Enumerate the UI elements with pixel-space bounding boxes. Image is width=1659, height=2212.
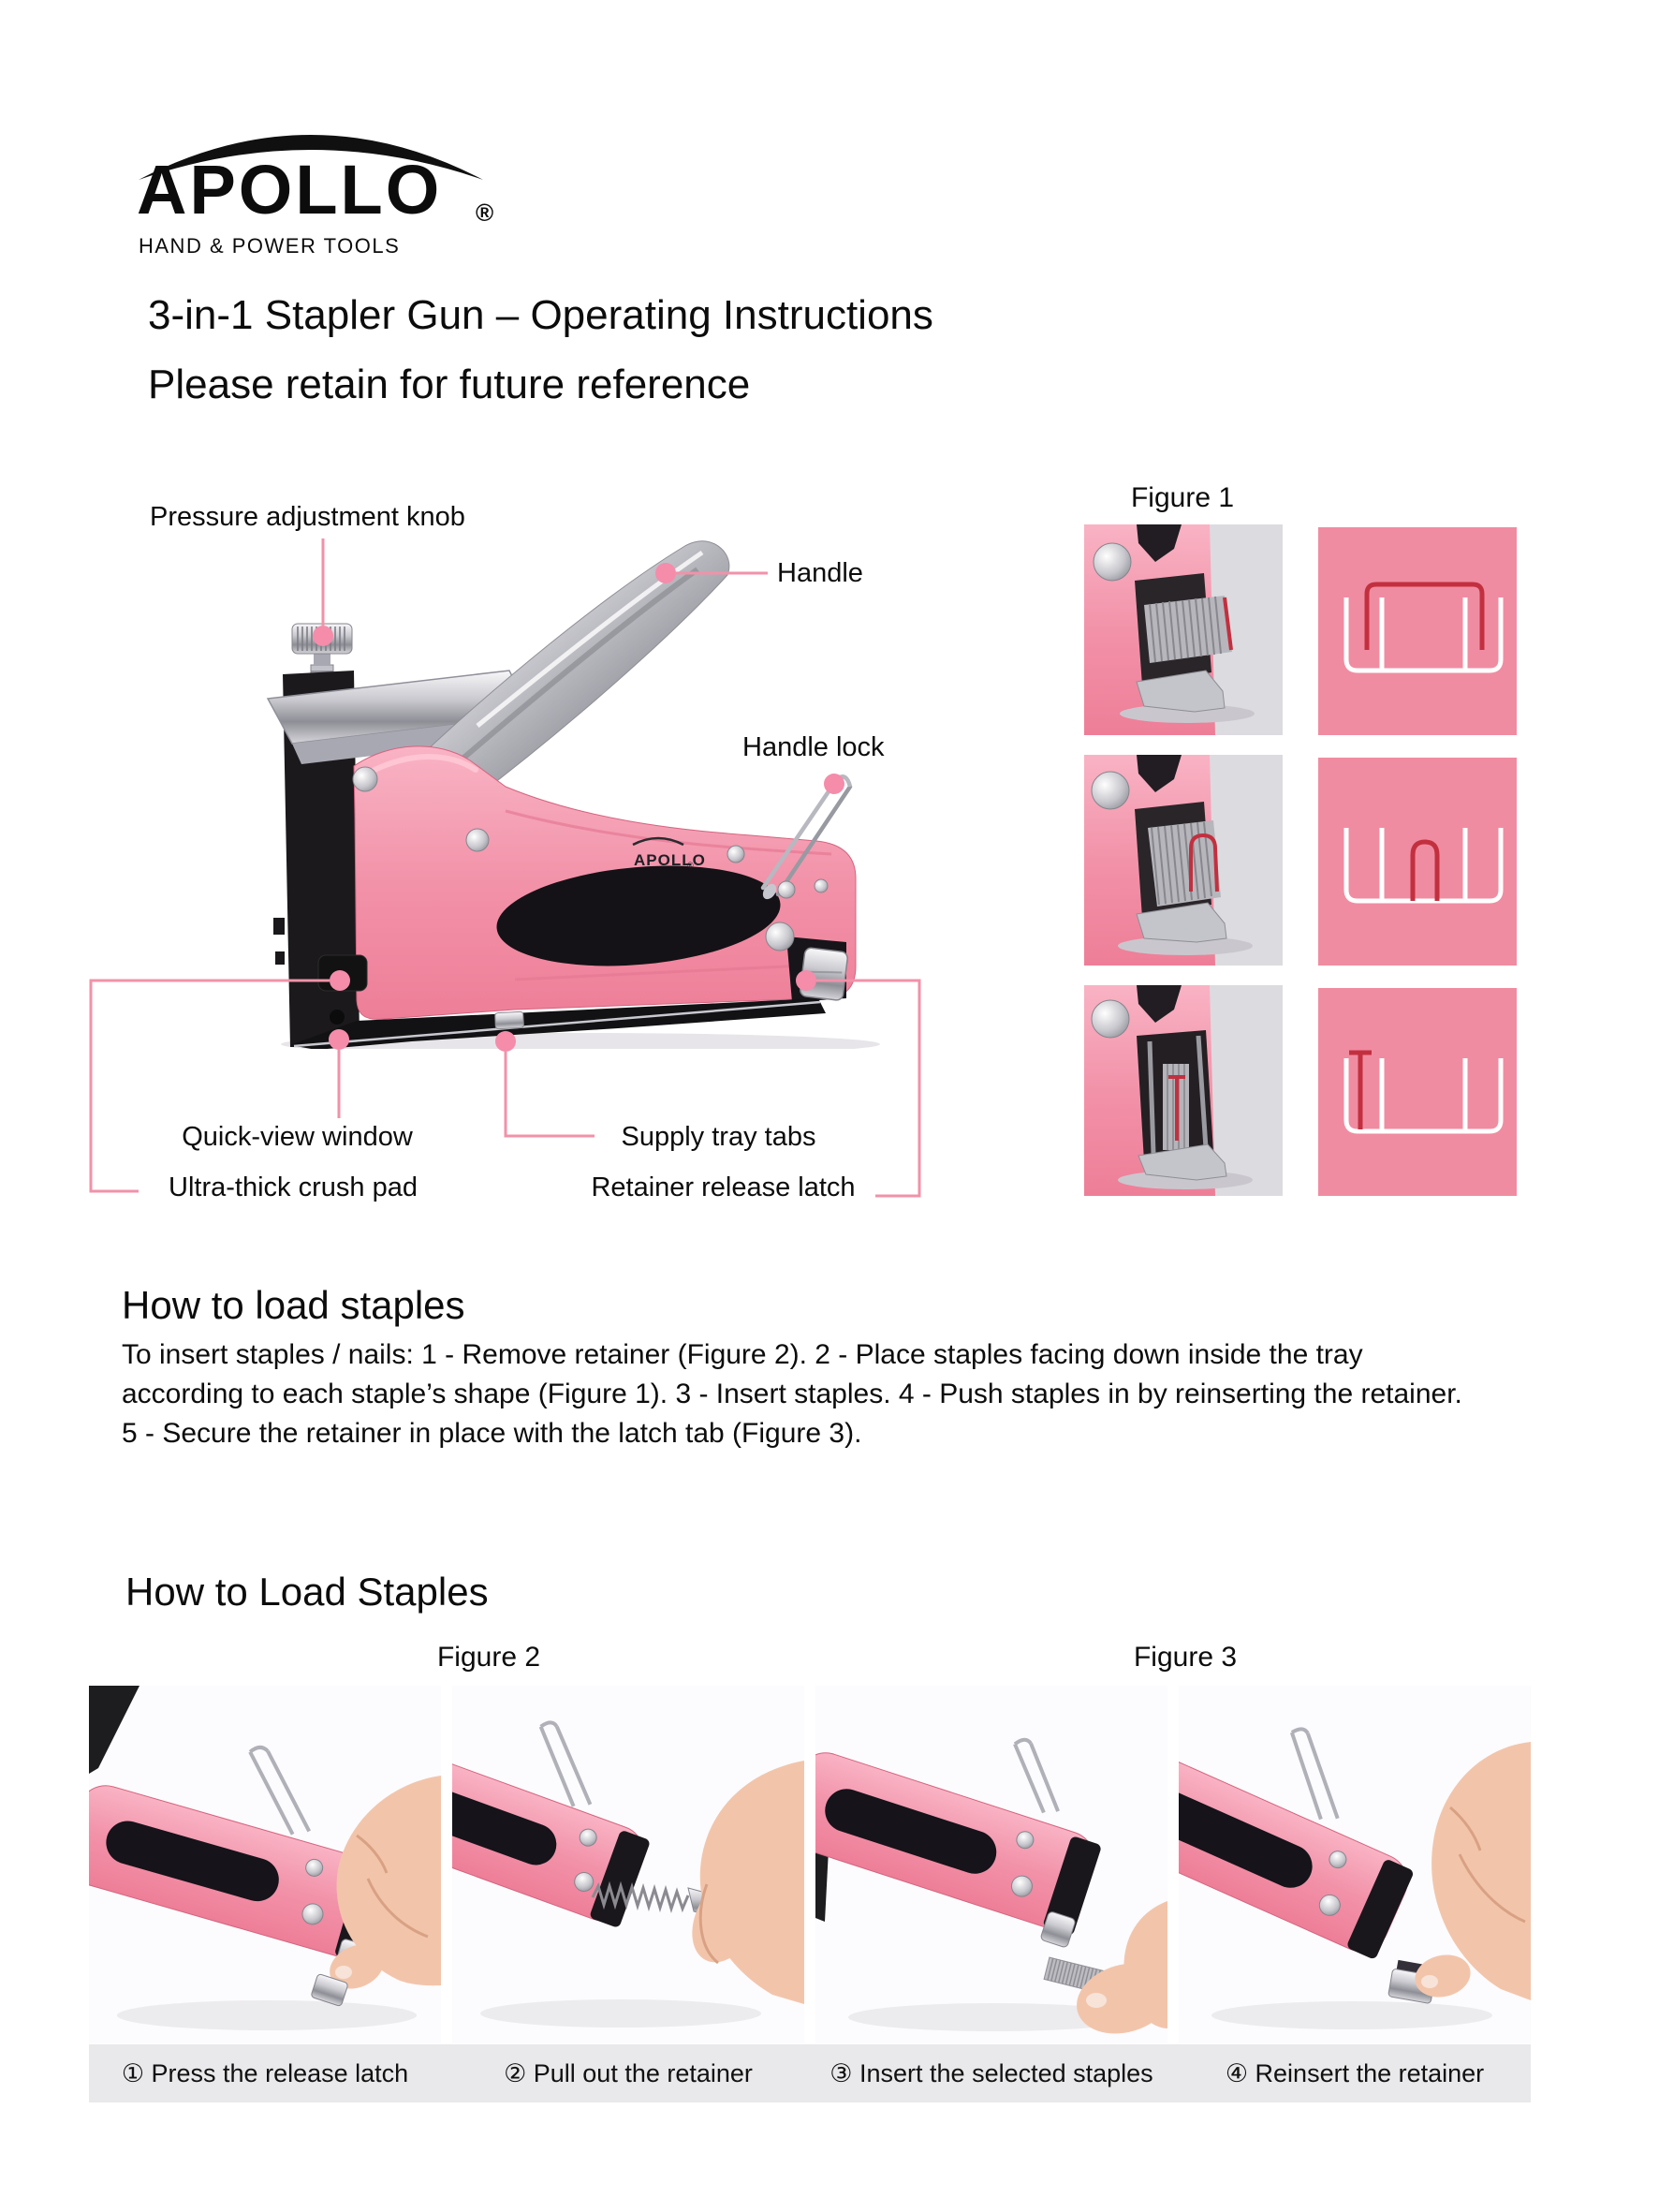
page-subtitle: Please retain for future reference [148, 361, 751, 407]
quick-view-window-part [317, 954, 368, 992]
svg-text:APOLLO: APOLLO [634, 851, 706, 869]
staple-diagram-round-crown [1318, 758, 1517, 966]
step4-photo [1179, 1686, 1531, 2043]
label-retainer-latch: Retainer release latch [591, 1172, 856, 1202]
crush-pad-hole [330, 1010, 345, 1025]
steps-photo-strip [89, 1686, 1531, 2043]
label-quick-view-window: Quick-view window [182, 1122, 413, 1152]
label-pressure-knob: Pressure adjustment knob [150, 502, 465, 532]
step3-caption: ③ Insert the selected staples [830, 2058, 1153, 2087]
staple-diagram-flat-crown [1318, 527, 1517, 735]
step1-caption: ① Press the release latch [121, 2058, 409, 2087]
brand-registered-mark: ® [476, 199, 494, 227]
supply-tray-tab [494, 1010, 524, 1030]
svg-text:®: ® [687, 861, 694, 870]
load-body: To insert staples / nails: 1 - Remove re… [122, 1339, 1462, 1449]
step1-photo [89, 1686, 441, 2043]
figure1-photo-flat-staples [1084, 524, 1283, 735]
grip-hole [496, 865, 781, 966]
brand-tagline: HAND & POWER TOOLS [139, 234, 401, 258]
stapler-diagram: APOLLO ® [266, 540, 880, 1049]
label-supply-tray-tabs: Supply tray tabs [621, 1122, 816, 1152]
spring [591, 1880, 690, 1913]
figure2-label: Figure 2 [436, 1642, 541, 1673]
stapler-body [353, 745, 857, 1020]
caption-bar: ① Press the release latch ② Pull out the… [89, 2044, 1531, 2102]
label-crush-pad: Ultra-thick crush pad [169, 1172, 418, 1202]
label-handle: Handle [777, 558, 863, 588]
handle-lock-wire [760, 774, 853, 900]
step2-caption: ② Pull out the retainer [504, 2058, 753, 2087]
brand-arc-icon [139, 135, 483, 180]
body-logo: APOLLO ® [632, 836, 706, 870]
retainer-latch [800, 947, 848, 1001]
step3-photo [815, 1686, 1167, 2043]
label-handle-lock: Handle lock [742, 732, 885, 762]
step4-caption: ④ Reinsert the retainer [1225, 2058, 1485, 2087]
front-column [283, 671, 360, 1047]
figure3-label: Figure 3 [1133, 1642, 1238, 1673]
page-title: 3-in-1 Stapler Gun – Operating Instructi… [148, 292, 933, 338]
figure1-photo-nails [1084, 985, 1283, 1196]
step2-photo [452, 1686, 804, 2043]
load-heading: How to load staples [122, 1283, 465, 1327]
brand-name: APOLLO [137, 151, 443, 229]
figure1-label: Figure 1 [1130, 482, 1235, 513]
figure1-photo-round-staples [1084, 755, 1283, 966]
staple-diagram-nail [1318, 988, 1517, 1196]
steps-heading: How to Load Staples [125, 1570, 489, 1614]
rivets [352, 766, 829, 951]
